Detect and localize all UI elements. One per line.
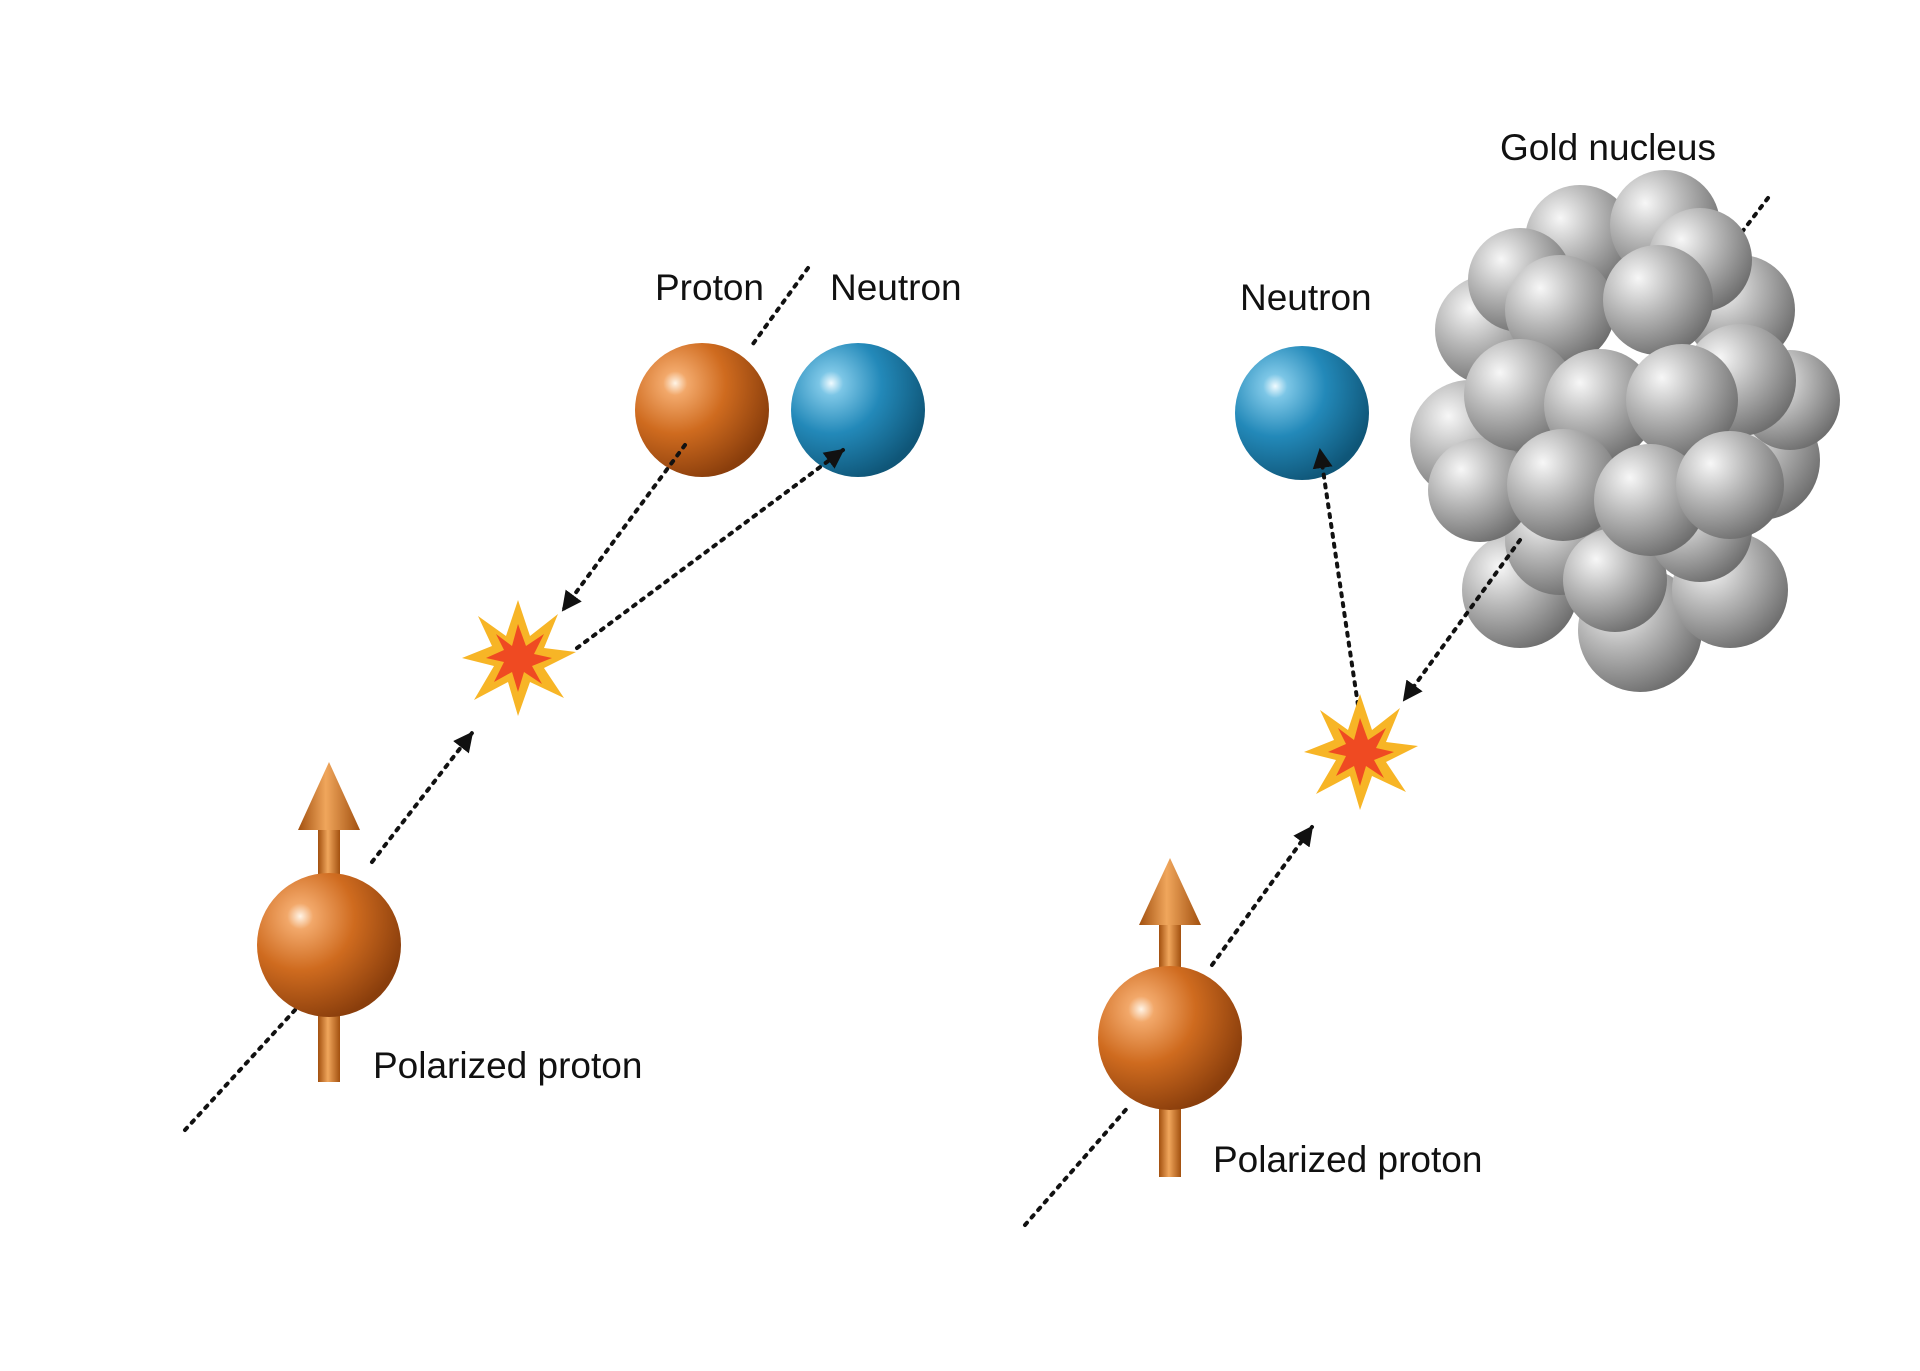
polarized-proton bbox=[257, 762, 401, 1082]
gold-nucleus bbox=[1410, 170, 1840, 692]
proton-to-collision-arrow bbox=[370, 731, 474, 864]
spin-arrow-tail bbox=[1159, 1105, 1181, 1177]
spin-arrow-shaft bbox=[318, 820, 340, 890]
target-neutron bbox=[791, 343, 925, 477]
gold-nucleon bbox=[1676, 431, 1784, 539]
gold-nucleon bbox=[1505, 255, 1615, 365]
target-proton bbox=[635, 343, 769, 477]
right-neutron-label: Neutron bbox=[1240, 277, 1372, 318]
collision-burst bbox=[462, 600, 576, 716]
incoming-track-line bbox=[183, 1008, 297, 1132]
gold-nucleon bbox=[1603, 245, 1713, 355]
left-polarized-label: Polarized proton bbox=[373, 1045, 642, 1086]
gold-to-collision-arrow bbox=[1402, 538, 1522, 702]
scattered-proton-arrow bbox=[561, 443, 687, 612]
gold-nucleon bbox=[1626, 344, 1738, 456]
neutron-emission-arrow bbox=[1312, 448, 1360, 707]
polarized-proton bbox=[1098, 858, 1242, 1177]
polarized-proton-sphere bbox=[257, 873, 401, 1017]
spin-arrow-tail bbox=[318, 1010, 340, 1082]
collision-burst bbox=[1304, 694, 1418, 810]
gold-nucleon bbox=[1428, 438, 1532, 542]
target-track-line bbox=[748, 266, 810, 350]
neutron-emission-arrow bbox=[575, 448, 845, 650]
spin-arrow-head bbox=[298, 762, 360, 830]
right-panel: Gold nucleus Neutron Polarized proton bbox=[1023, 127, 1840, 1227]
right-polarized-label: Polarized proton bbox=[1213, 1139, 1482, 1180]
incoming-track-line bbox=[1023, 1103, 1132, 1227]
emitted-neutron bbox=[1235, 346, 1369, 480]
left-panel: Proton Neutron Polarized proton bbox=[183, 266, 962, 1132]
left-neutron-label: Neutron bbox=[830, 267, 962, 308]
polarized-proton-sphere bbox=[1098, 966, 1242, 1110]
left-proton-label: Proton bbox=[655, 267, 764, 308]
gold-nucleus-label: Gold nucleus bbox=[1500, 127, 1716, 168]
proton-to-collision-arrow bbox=[1210, 825, 1314, 967]
spin-arrow-head bbox=[1139, 858, 1201, 925]
gold-nucleon bbox=[1507, 429, 1619, 541]
